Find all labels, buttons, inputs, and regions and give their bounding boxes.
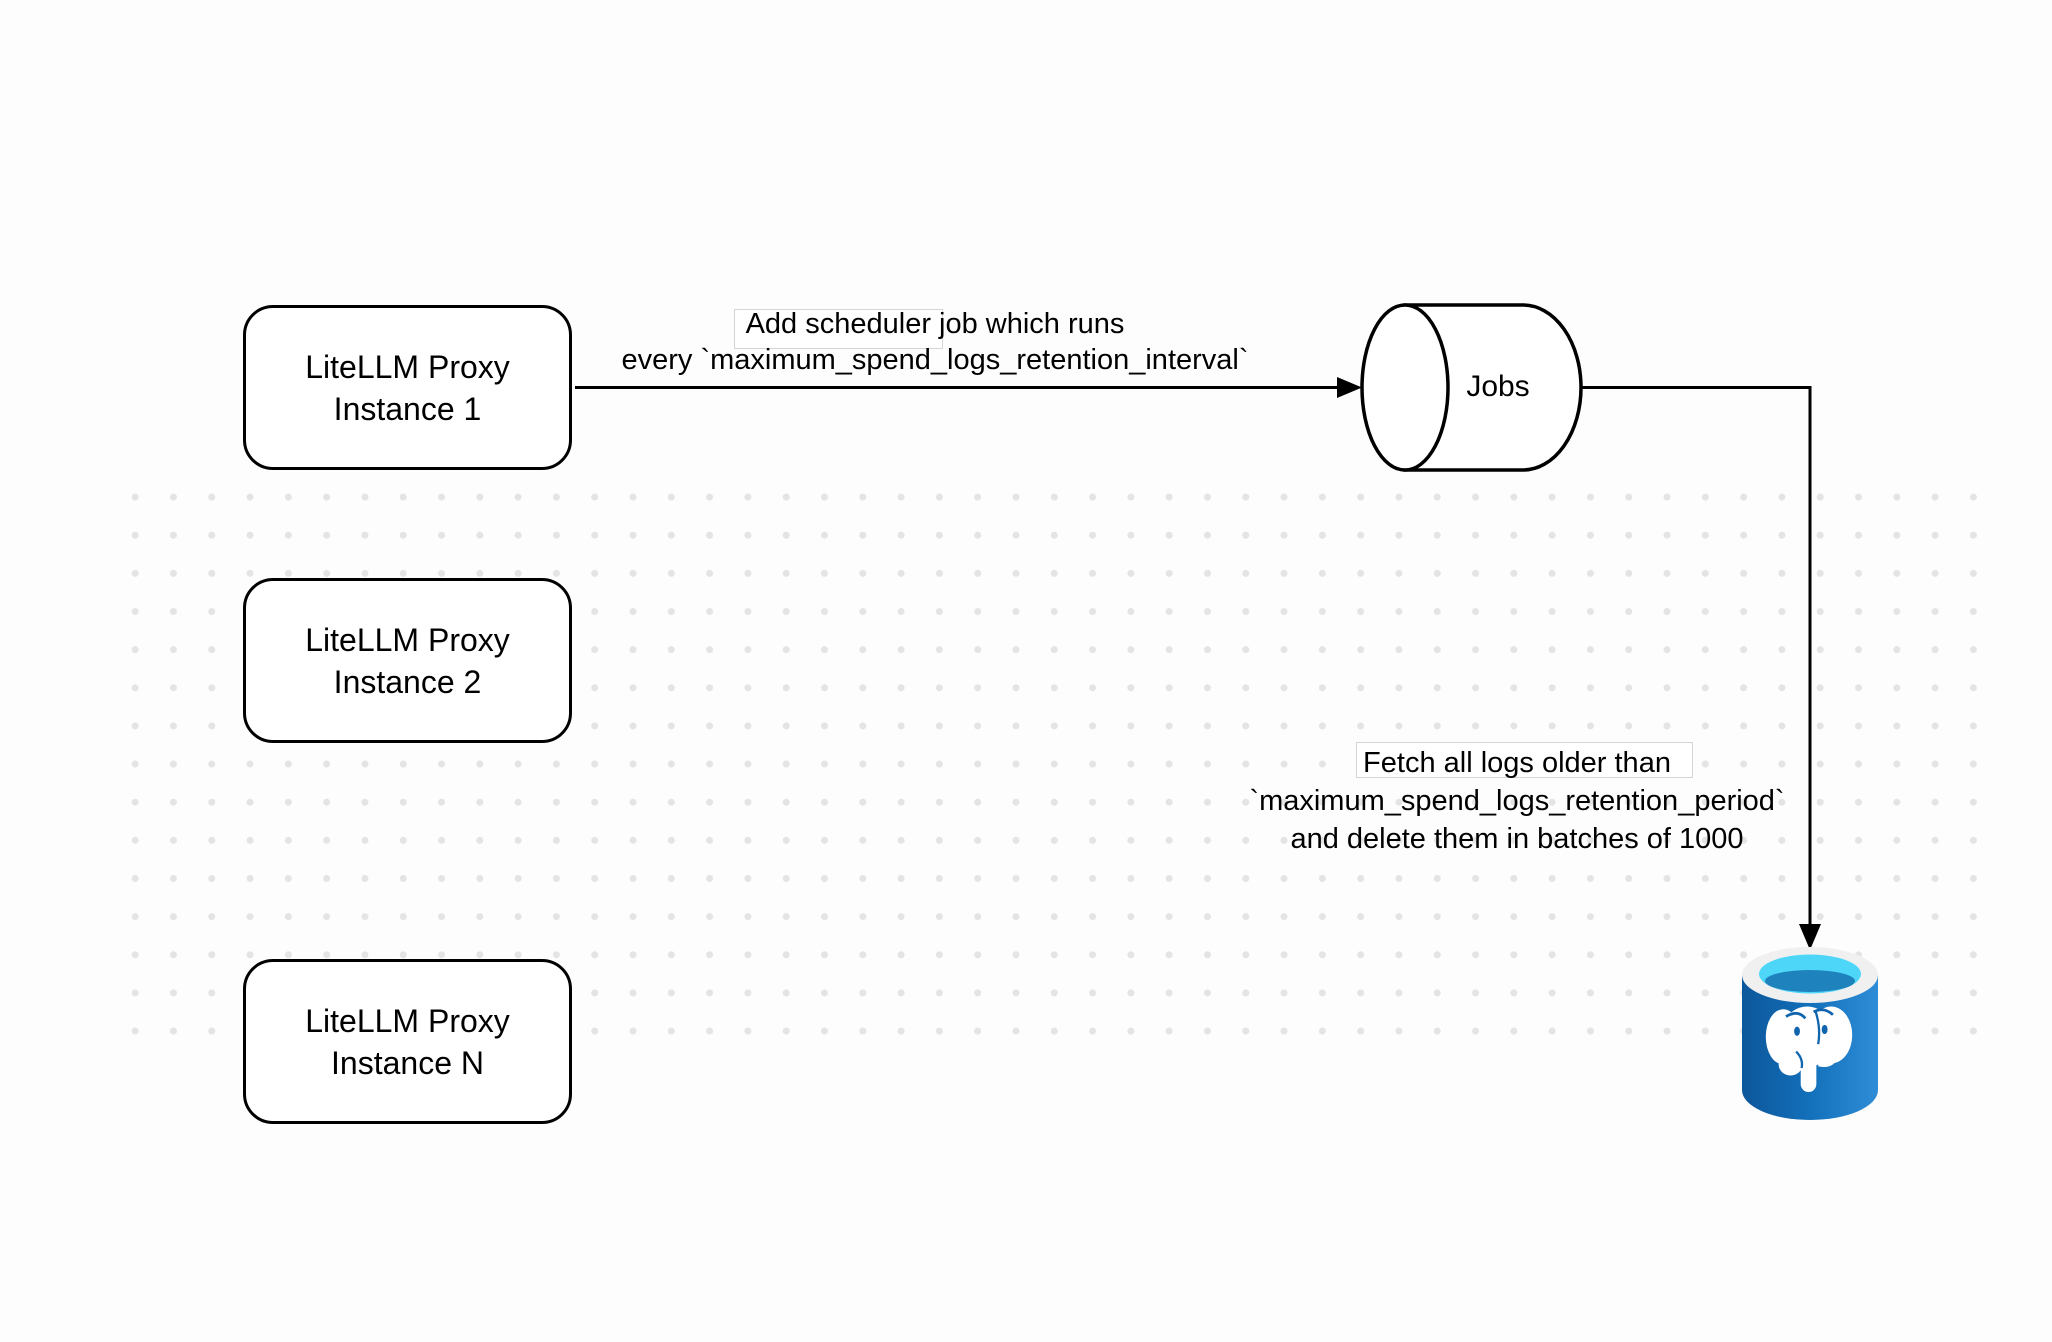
postgresql-icon	[1742, 947, 1878, 1120]
postgres-elephant-icon	[1765, 1006, 1853, 1092]
node-litellm-proxy-instance-2: LiteLLM Proxy Instance 2	[243, 578, 572, 743]
postgres-water-deep	[1765, 970, 1855, 992]
arrowhead-right-icon	[1337, 377, 1362, 398]
edge-label-schedule-job: Add scheduler job which runs every `maxi…	[621, 308, 1249, 376]
edge-fetch-arrow	[1581, 386, 1821, 950]
schedule-label-background	[734, 309, 943, 349]
jobs-node-label: Jobs	[1466, 370, 1530, 403]
node-litellm-proxy-instance-1: LiteLLM Proxy Instance 1	[243, 305, 572, 470]
fetch-label-background	[1356, 742, 1693, 778]
arrowhead-down-icon	[1799, 924, 1821, 950]
jobs-cylinder	[1360, 303, 1583, 472]
node-litellm-proxy-instance-n: LiteLLM Proxy Instance N	[243, 959, 572, 1124]
edge-schedule-arrow	[575, 377, 1362, 398]
edge-label-fetch-logs: Fetch all logs older than `maximum_spend…	[1249, 747, 1785, 855]
